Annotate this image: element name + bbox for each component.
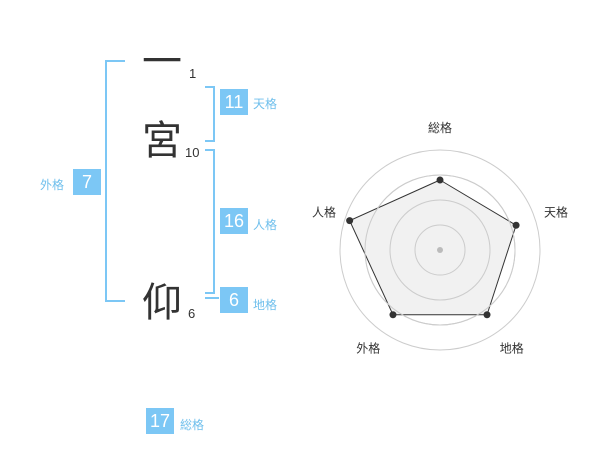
radar-axis-label: 外格 xyxy=(356,341,380,356)
name-char-1: 一 xyxy=(142,39,182,85)
radar-ring-inner xyxy=(389,199,491,301)
radar-ring-inner xyxy=(414,224,466,276)
jinkaku-bracket xyxy=(205,149,215,294)
radar-axis-label: 地格 xyxy=(500,341,524,356)
radar-center-dot xyxy=(437,247,443,253)
tenkaku-bracket xyxy=(205,86,215,142)
tenkaku-label: 天格 xyxy=(253,97,278,111)
tenkaku-value: 11 xyxy=(220,89,248,115)
gaikaku-bracket xyxy=(105,60,125,302)
stroke-count-1: 1 xyxy=(189,66,197,81)
radar-point xyxy=(346,217,354,225)
soukaku-label: 総格 xyxy=(180,418,205,432)
radar-point xyxy=(389,311,397,319)
radar-ring-inner xyxy=(364,174,516,326)
chikaku-label: 地格 xyxy=(253,298,278,312)
stroke-count-3: 6 xyxy=(188,306,196,321)
jinkaku-label: 人格 xyxy=(253,218,278,232)
chikaku-connector xyxy=(205,297,219,299)
radar-point xyxy=(436,176,444,184)
gaikaku-value: 7 xyxy=(73,169,101,195)
name-char-3: 仰 xyxy=(142,280,182,326)
soukaku-value: 17 xyxy=(146,408,174,434)
radar-axis-label: 総格 xyxy=(428,120,452,135)
chikaku-value: 6 xyxy=(220,287,248,313)
radar-axis-label: 人格 xyxy=(312,204,336,219)
jinkaku-value: 16 xyxy=(220,208,248,234)
gaikaku-label: 外格 xyxy=(40,178,65,192)
radar-point xyxy=(483,311,491,319)
radar-point xyxy=(512,221,520,229)
name-char-2: 宮 xyxy=(142,118,182,164)
radar-axis-label: 天格 xyxy=(544,204,568,219)
stroke-count-2: 10 xyxy=(185,145,200,160)
